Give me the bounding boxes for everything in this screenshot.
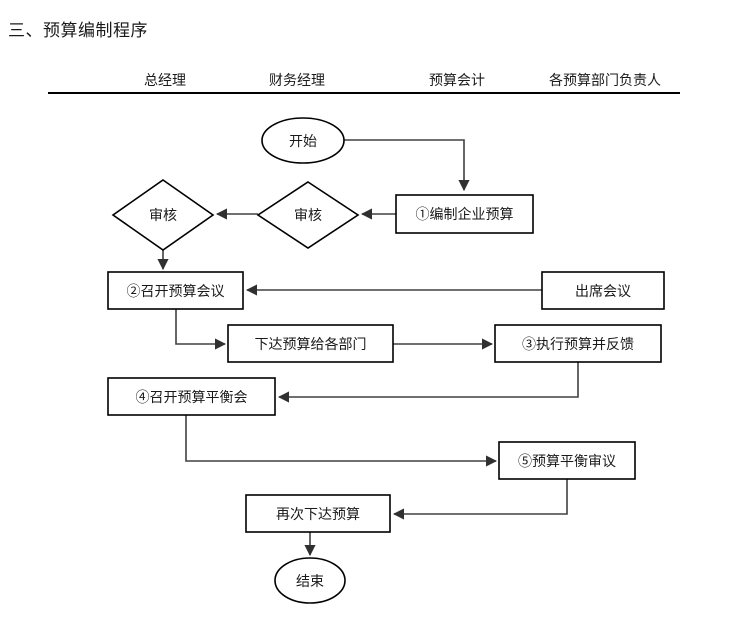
lane-header-budget-accountant: 预算会计: [429, 74, 485, 89]
node-attend-meeting[interactable]: [541, 271, 665, 310]
node-issue-budget[interactable]: [227, 324, 394, 363]
lane-header-general-manager: 总经理: [144, 74, 186, 89]
node-balance-deliberation[interactable]: [498, 441, 636, 480]
node-execute-budget[interactable]: [494, 324, 662, 363]
edge-deliberate-to-reissue: [392, 479, 568, 520]
node-review-finance[interactable]: [256, 181, 360, 249]
node-prepare-budget[interactable]: [395, 194, 534, 234]
node-reissue-budget[interactable]: [245, 494, 391, 533]
edge-balance-to-deliberate: [185, 415, 498, 467]
lane-header-finance-manager: 财务经理: [269, 74, 325, 89]
node-budget-meeting[interactable]: [107, 271, 244, 310]
node-start[interactable]: [261, 117, 345, 164]
lane-header-department-heads: 各预算部门负责人: [549, 74, 661, 89]
page-title: 三、预算编制程序: [8, 21, 148, 40]
edge-start-to-prepare: [343, 139, 470, 192]
edge-execute-to-balance: [277, 362, 579, 403]
node-review-gm[interactable]: [111, 179, 215, 251]
node-end[interactable]: [274, 557, 346, 604]
node-balance-meeting[interactable]: [107, 377, 276, 416]
edge-meeting-to-issue: [175, 309, 227, 350]
